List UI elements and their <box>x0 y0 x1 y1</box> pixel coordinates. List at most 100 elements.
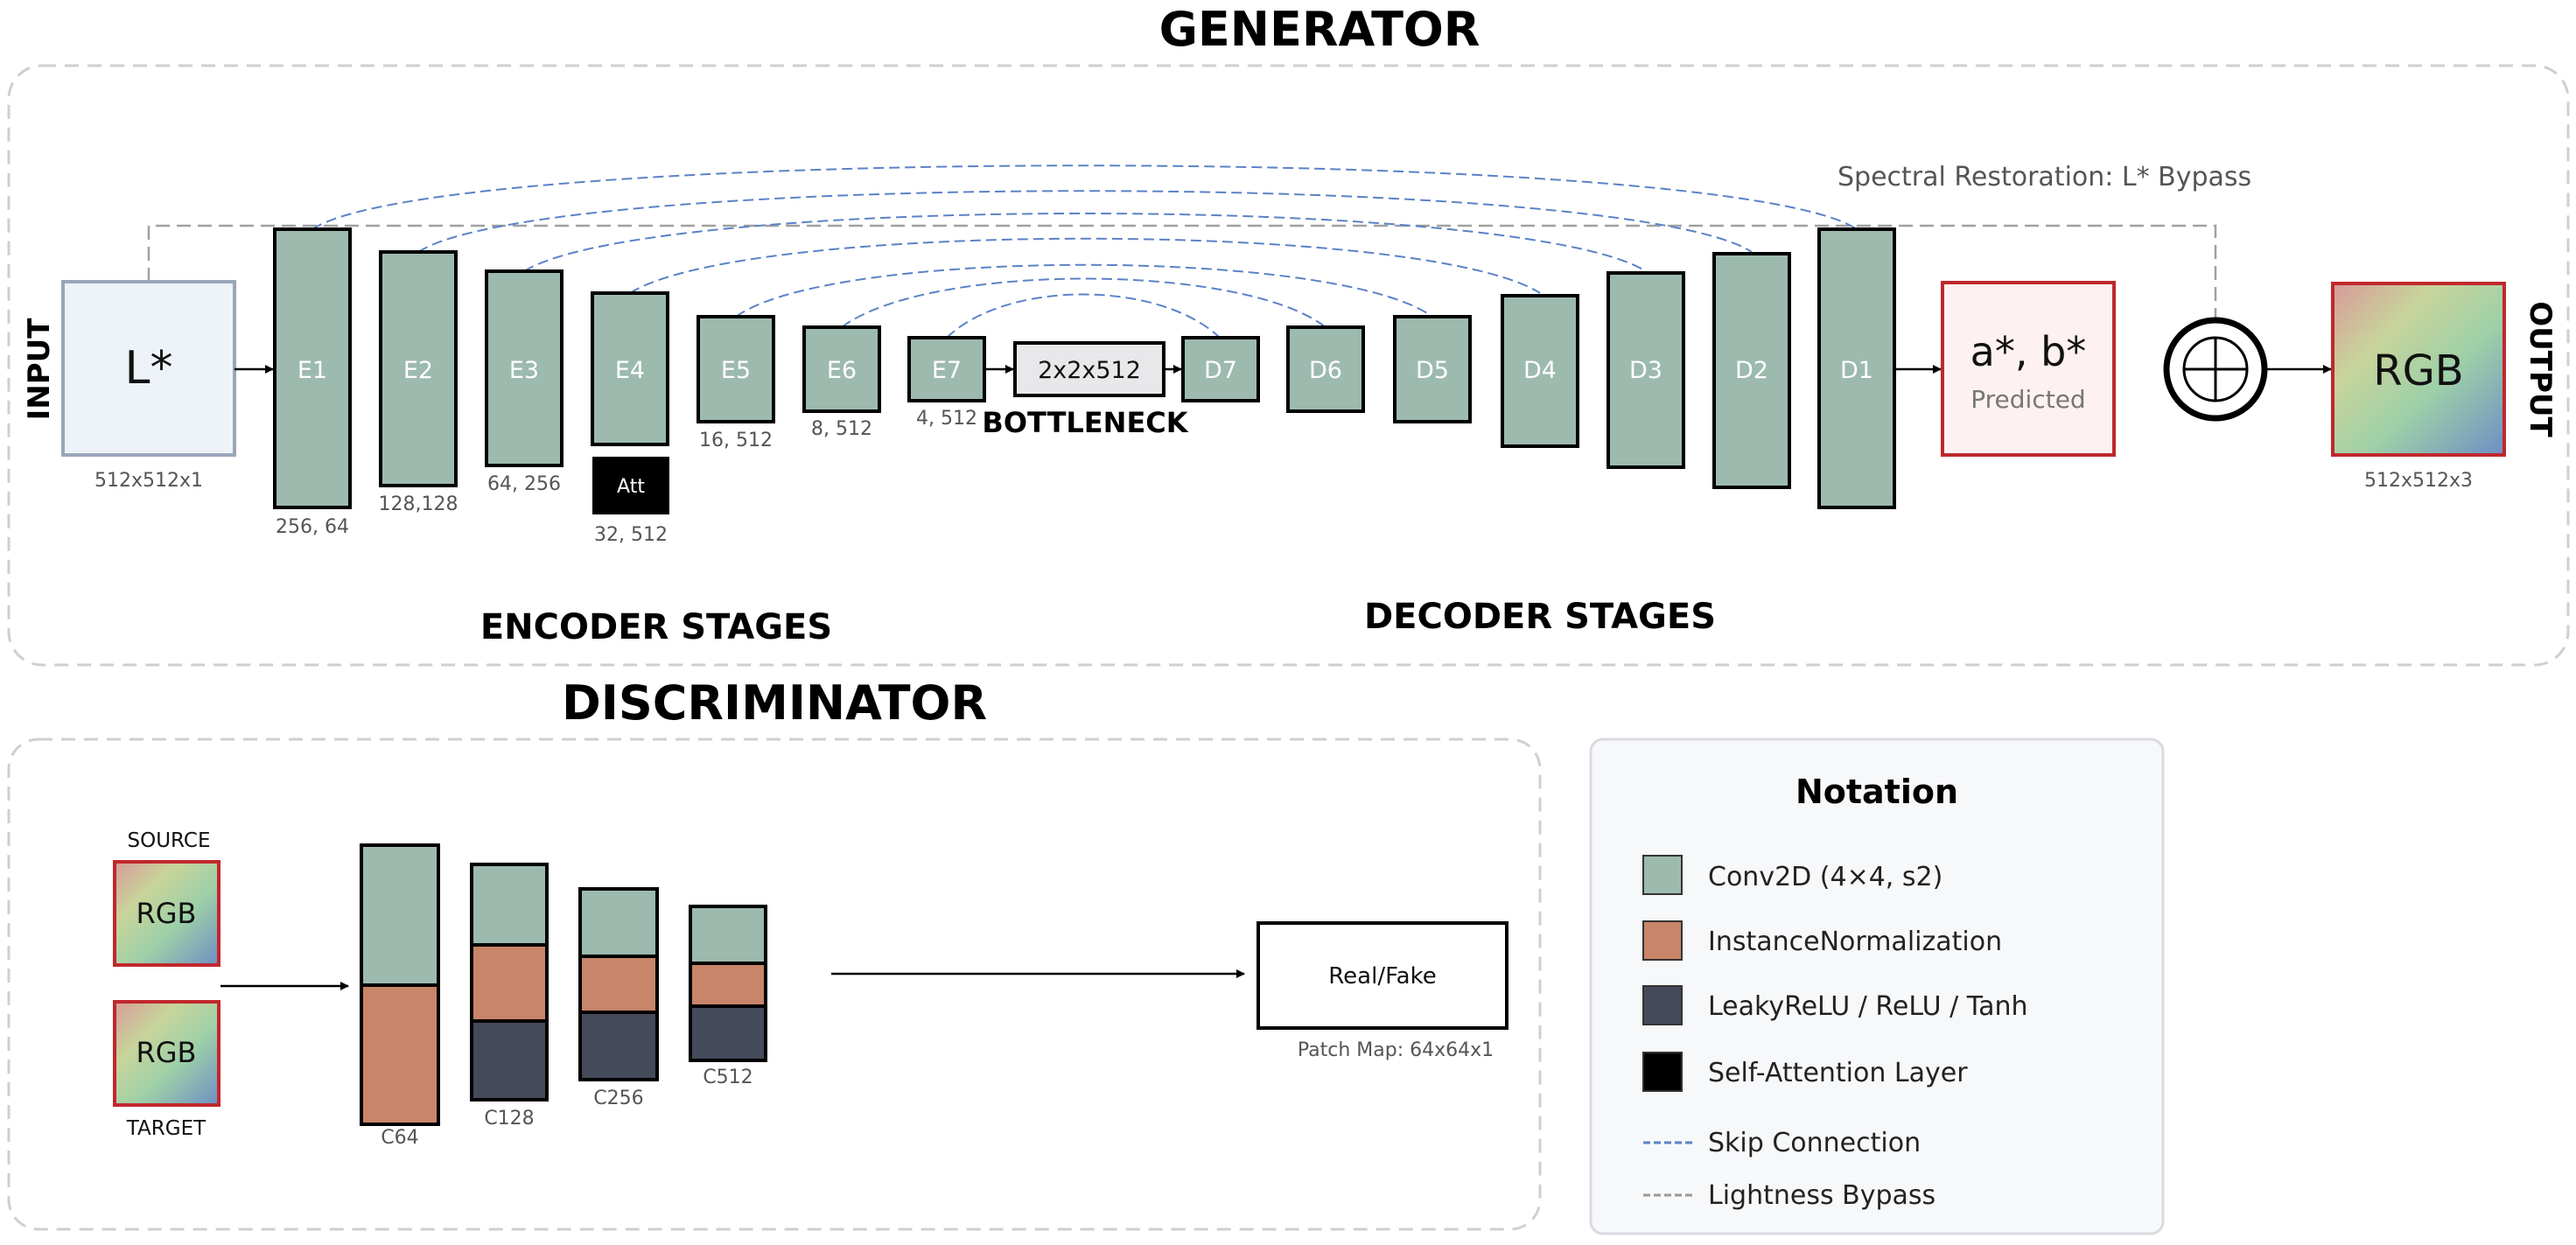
skip-e5-d5 <box>735 263 1433 318</box>
disc-stacks <box>360 843 767 1126</box>
real-fake-block <box>1256 921 1508 1030</box>
input-side-label: INPUT <box>22 318 57 421</box>
encoder-label-e3: E3 <box>509 357 539 384</box>
decoder-block-d3 <box>1606 271 1685 469</box>
encoder-dim-e5: 16, 512 <box>699 430 773 451</box>
input-dim: 512x512x1 <box>94 470 203 492</box>
encoder-dim-e1: 256, 64 <box>276 516 349 538</box>
source-rgb-label: RGB <box>136 897 197 930</box>
target-rgb-block <box>113 1000 220 1107</box>
encoder-block-e3 <box>485 269 564 467</box>
legend-swatch-attention <box>1642 1052 1683 1092</box>
decoder-label-d6: D6 <box>1309 357 1342 384</box>
skip-e2-d2 <box>417 190 1753 253</box>
legend-label-norm: InstanceNormalization <box>1708 927 2002 957</box>
decoder-label-d1: D1 <box>1840 357 1873 384</box>
legend-swatch-act <box>1642 985 1683 1025</box>
legend-label-skip: Skip Connection <box>1708 1128 1921 1158</box>
sum-node-icon <box>2163 317 2268 422</box>
encoder-dim-e7: 4, 512 <box>916 408 977 430</box>
legend-swatch-norm <box>1642 920 1683 961</box>
legend-label-bypass: Lightness Bypass <box>1708 1180 1936 1211</box>
skip-e7-d7 <box>946 293 1221 339</box>
encoder-block-e1 <box>273 227 352 509</box>
skip-e3-d3 <box>523 213 1647 272</box>
target-label: TARGET <box>126 1117 206 1140</box>
skip-e6-d6 <box>841 277 1326 328</box>
lightness-bypass-line <box>147 224 2217 319</box>
discriminator-panel <box>7 738 1542 1231</box>
legend-label-attention: Self-Attention Layer <box>1708 1058 1968 1088</box>
decoder-block-d5 <box>1393 315 1472 423</box>
c256-norm <box>578 955 659 1014</box>
encoder-dim-e6: 8, 512 <box>811 418 872 440</box>
encoder-block-e5 <box>696 315 775 423</box>
legend-label-act: LeakyReLU / ReLU / Tanh <box>1708 991 2027 1022</box>
c128-conv <box>470 863 549 947</box>
output-block <box>2331 282 2506 457</box>
predicted-main-label: a*, b* <box>1970 328 2087 375</box>
encoder-label-e2: E2 <box>403 357 433 384</box>
decoder-label-d2: D2 <box>1735 357 1768 384</box>
output-dim: 512x512x3 <box>2364 470 2473 492</box>
target-rgb-label: RGB <box>136 1036 197 1069</box>
encoder-dim-e3: 64, 256 <box>487 473 561 495</box>
bypass-label: Spectral Restoration: L* Bypass <box>1838 162 2251 192</box>
encoder-label-e4: E4 <box>615 357 645 384</box>
c64-norm <box>360 983 440 1126</box>
generator-panel <box>7 64 2570 667</box>
c64-conv <box>360 843 440 987</box>
stack-label-c512: C512 <box>703 1067 752 1088</box>
decoder-label-d3: D3 <box>1629 357 1662 384</box>
notation-panel <box>1589 738 2165 1235</box>
decoder-block-d7 <box>1181 336 1260 402</box>
c512-norm <box>689 962 767 1008</box>
attention-label: Att <box>617 476 645 498</box>
source-label: SOURCE <box>128 829 211 852</box>
encoder-label-e6: E6 <box>827 357 857 384</box>
encoder-block-e4 <box>591 291 669 446</box>
output-side-label: OUTPUT <box>2523 301 2558 437</box>
legend-swatch-conv <box>1642 855 1683 895</box>
encoder-label-e5: E5 <box>721 357 751 384</box>
c512-conv <box>689 905 767 965</box>
encoder-label-e1: E1 <box>298 357 327 384</box>
encoder-block-e2 <box>379 250 458 487</box>
decoder-label-d5: D5 <box>1416 357 1449 384</box>
encoder-label-e7: E7 <box>932 357 962 384</box>
bottleneck-block-label: 2x2x512 <box>1038 357 1141 384</box>
encoder-dim-e2: 128,128 <box>379 493 458 515</box>
discriminator-title: DISCRIMINATOR <box>562 675 987 731</box>
c128-norm <box>470 943 549 1023</box>
decoder-label-d4: D4 <box>1523 357 1557 384</box>
skip-connections <box>312 164 1858 339</box>
encoder-block-e6 <box>802 325 881 413</box>
legend-label-conv: Conv2D (4×4, s2) <box>1708 862 1942 892</box>
encoder-dim-e4: 32, 512 <box>594 524 668 546</box>
stack-label-c64: C64 <box>381 1127 418 1149</box>
attention-block <box>592 457 669 514</box>
decoder-block-d1 <box>1817 227 1896 509</box>
decoder-stages-title: DECODER STAGES <box>1364 597 1716 637</box>
c256-act <box>578 1011 659 1081</box>
skip-e4-d4 <box>629 237 1541 294</box>
decoder-label-d7: D7 <box>1204 357 1237 384</box>
output-block-label: RGB <box>2373 346 2463 395</box>
c128-act <box>470 1019 549 1102</box>
c256-conv <box>578 887 659 958</box>
skip-e1-d1 <box>312 164 1858 230</box>
stack-label-c128: C128 <box>484 1108 534 1130</box>
decoder-block-d2 <box>1712 252 1791 489</box>
input-block-label: L* <box>125 342 173 395</box>
source-rgb-block <box>113 860 220 967</box>
c512-act <box>689 1004 767 1062</box>
stack-label-c256: C256 <box>593 1088 643 1109</box>
bottleneck-label: BOTTLENECK <box>982 406 1188 439</box>
patch-map-label: Patch Map: 64x64x1 <box>1298 1039 1494 1061</box>
predicted-sub-label: Predicted <box>1970 385 2085 414</box>
generator-title: GENERATOR <box>1159 2 1480 57</box>
encoder-blocks: E1 256, 64 E2 128,128 E3 64, 256 E4 Att … <box>273 227 986 546</box>
decoder-block-d4 <box>1501 294 1579 448</box>
encoder-stages-title: ENCODER STAGES <box>480 607 832 647</box>
